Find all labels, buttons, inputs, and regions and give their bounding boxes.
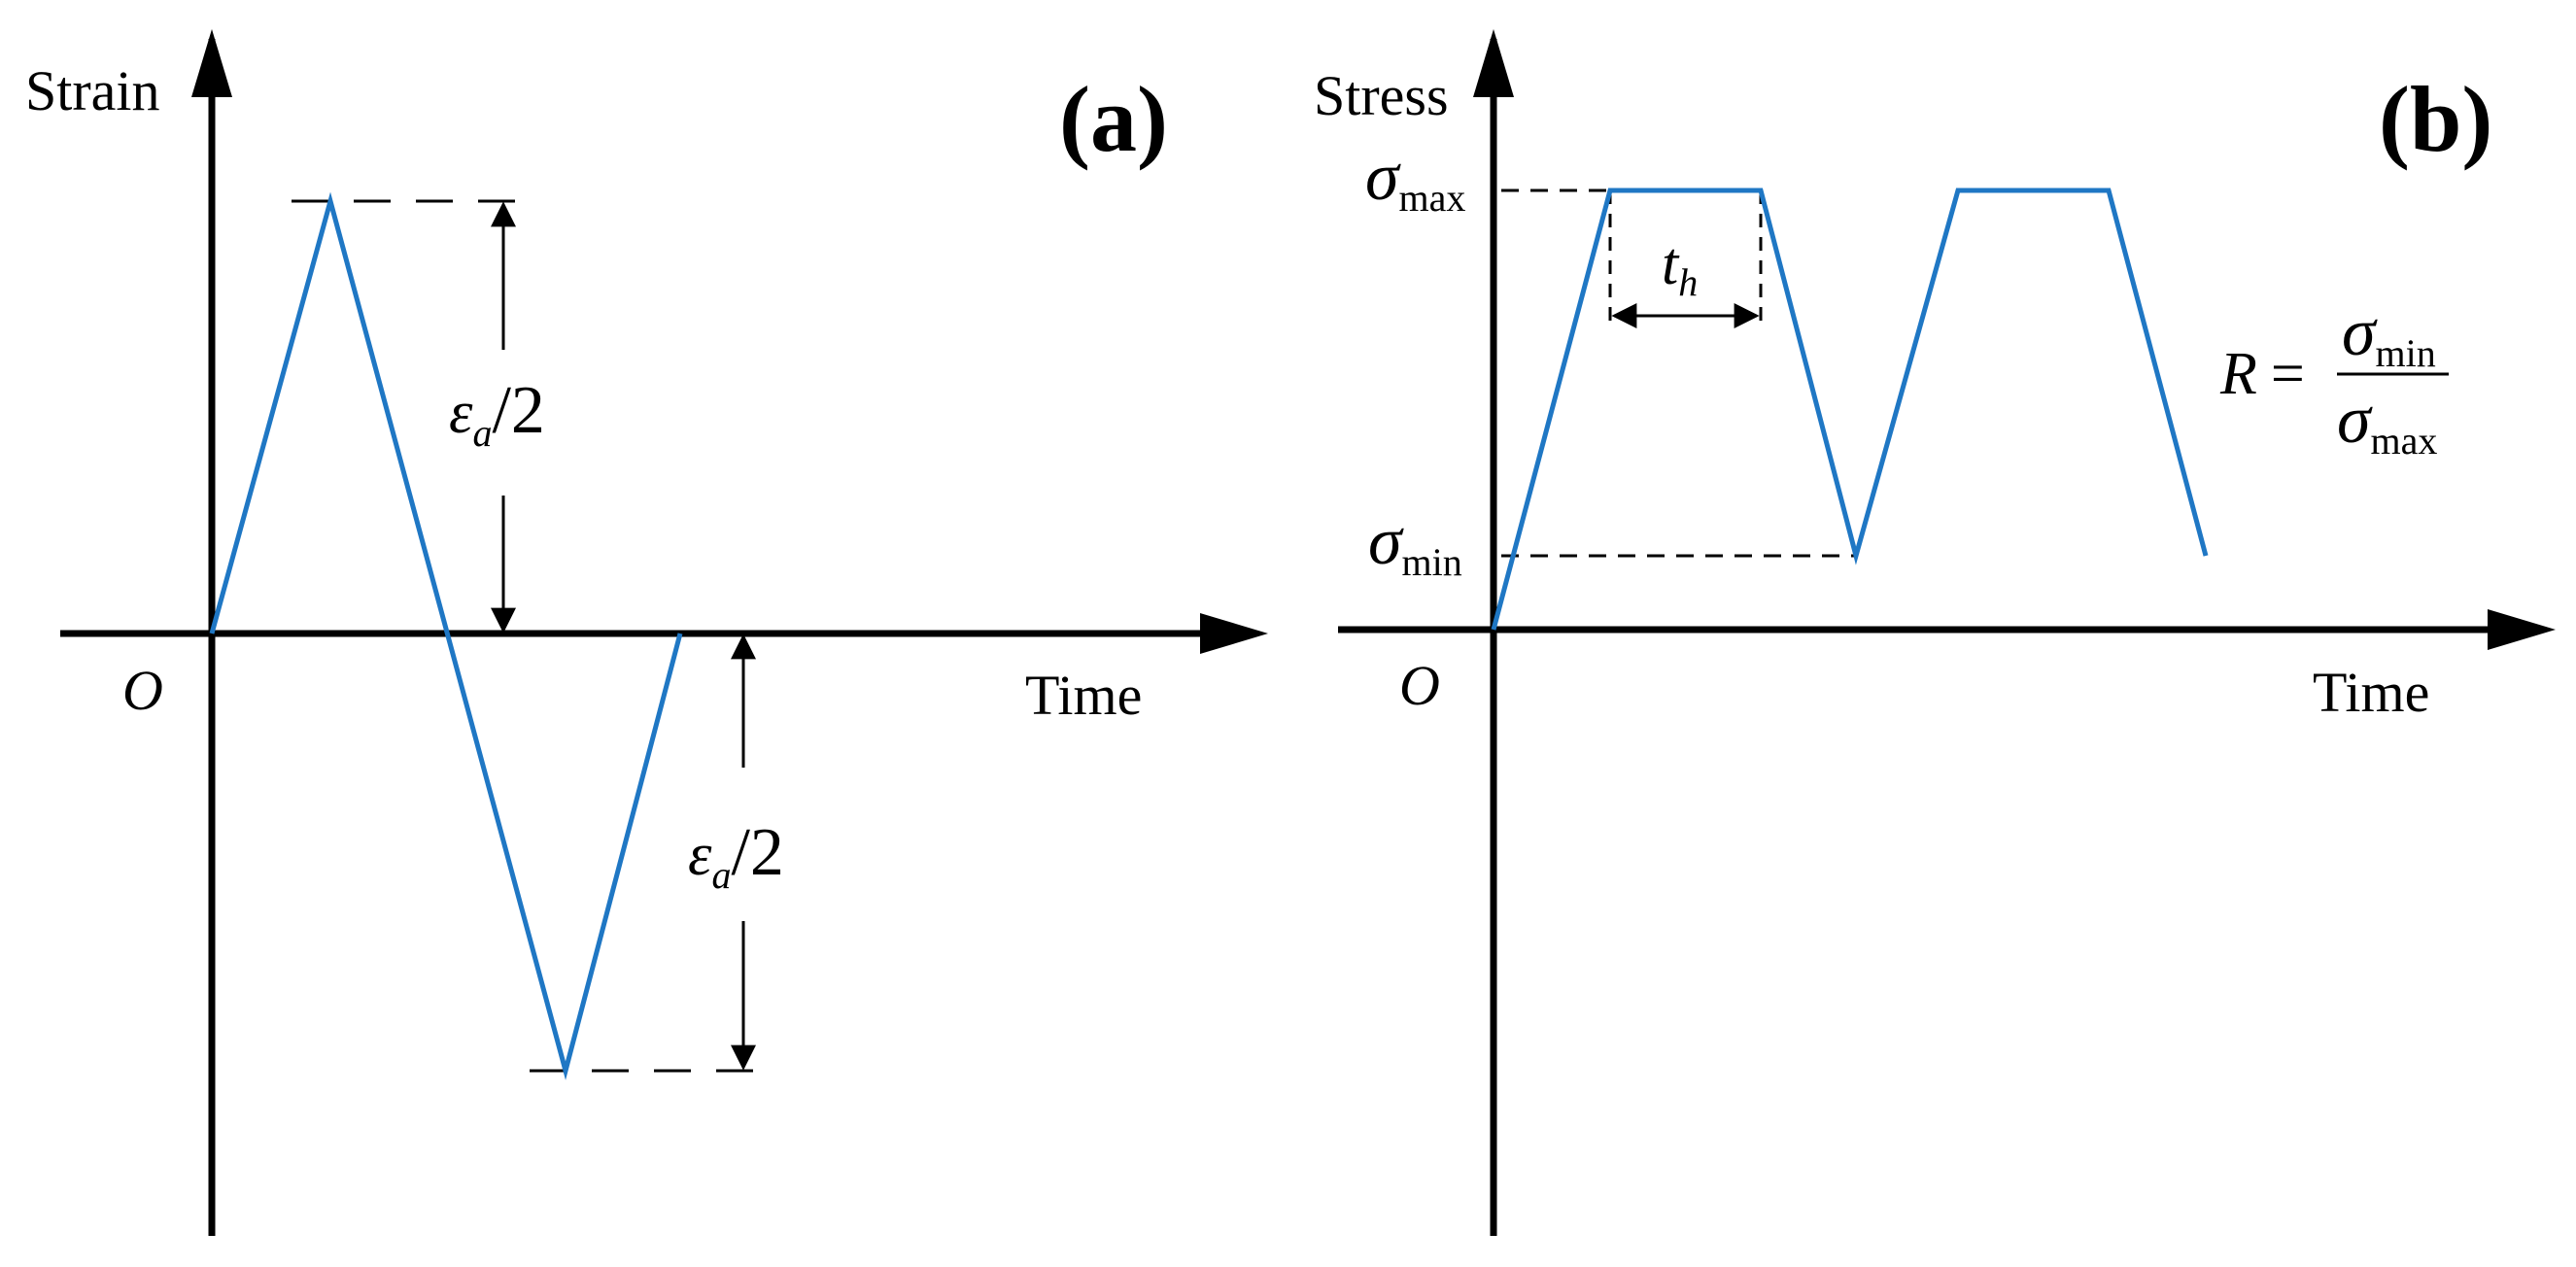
panel-b-letter: (b) <box>2379 67 2492 171</box>
panel-b-hold-time-label: th <box>1662 231 1698 304</box>
panel-b-x-arrow <box>2488 609 2556 650</box>
panel-b-stress-waveform <box>1491 188 2209 631</box>
panel-b-ratio-numerator: σmin <box>2342 295 2436 375</box>
panel-b: Stress Time O (b) σmax σmin th R= σmin σ… <box>1314 29 2556 1236</box>
panel-a-y-axis-label: Strain <box>25 59 160 122</box>
panel-b-stress-ratio-formula: R= σmin σmax <box>2219 295 2449 462</box>
panel-b-ratio-denominator: σmax <box>2337 383 2437 462</box>
panel-b-y-axis-label: Stress <box>1314 64 1449 127</box>
panel-a-origin-label: O <box>122 659 163 722</box>
panel-a-letter: (a) <box>1059 67 1168 171</box>
panel-b-x-axis-label: Time <box>2313 661 2429 724</box>
panel-b-origin-label: O <box>1399 654 1440 717</box>
panel-b-sigma-min-label: σmin <box>1368 504 1462 584</box>
panel-a-strain-waveform <box>209 191 683 1080</box>
panel-a: Strain Time O (a) εa/2 εa/2 <box>25 29 1268 1236</box>
panel-a-x-axis-label: Time <box>1025 664 1142 727</box>
panel-b-sigma-max-label: σmax <box>1365 140 1465 220</box>
panel-a-x-arrow <box>1200 613 1268 654</box>
panel-a-amplitude-label-upper: εa/2 <box>449 373 545 455</box>
panel-b-y-arrow <box>1473 29 1514 97</box>
panel-a-y-arrow <box>191 29 232 97</box>
panel-a-amplitude-label-lower: εa/2 <box>688 815 784 897</box>
panel-b-ratio-lhs: R= <box>2219 341 2305 407</box>
